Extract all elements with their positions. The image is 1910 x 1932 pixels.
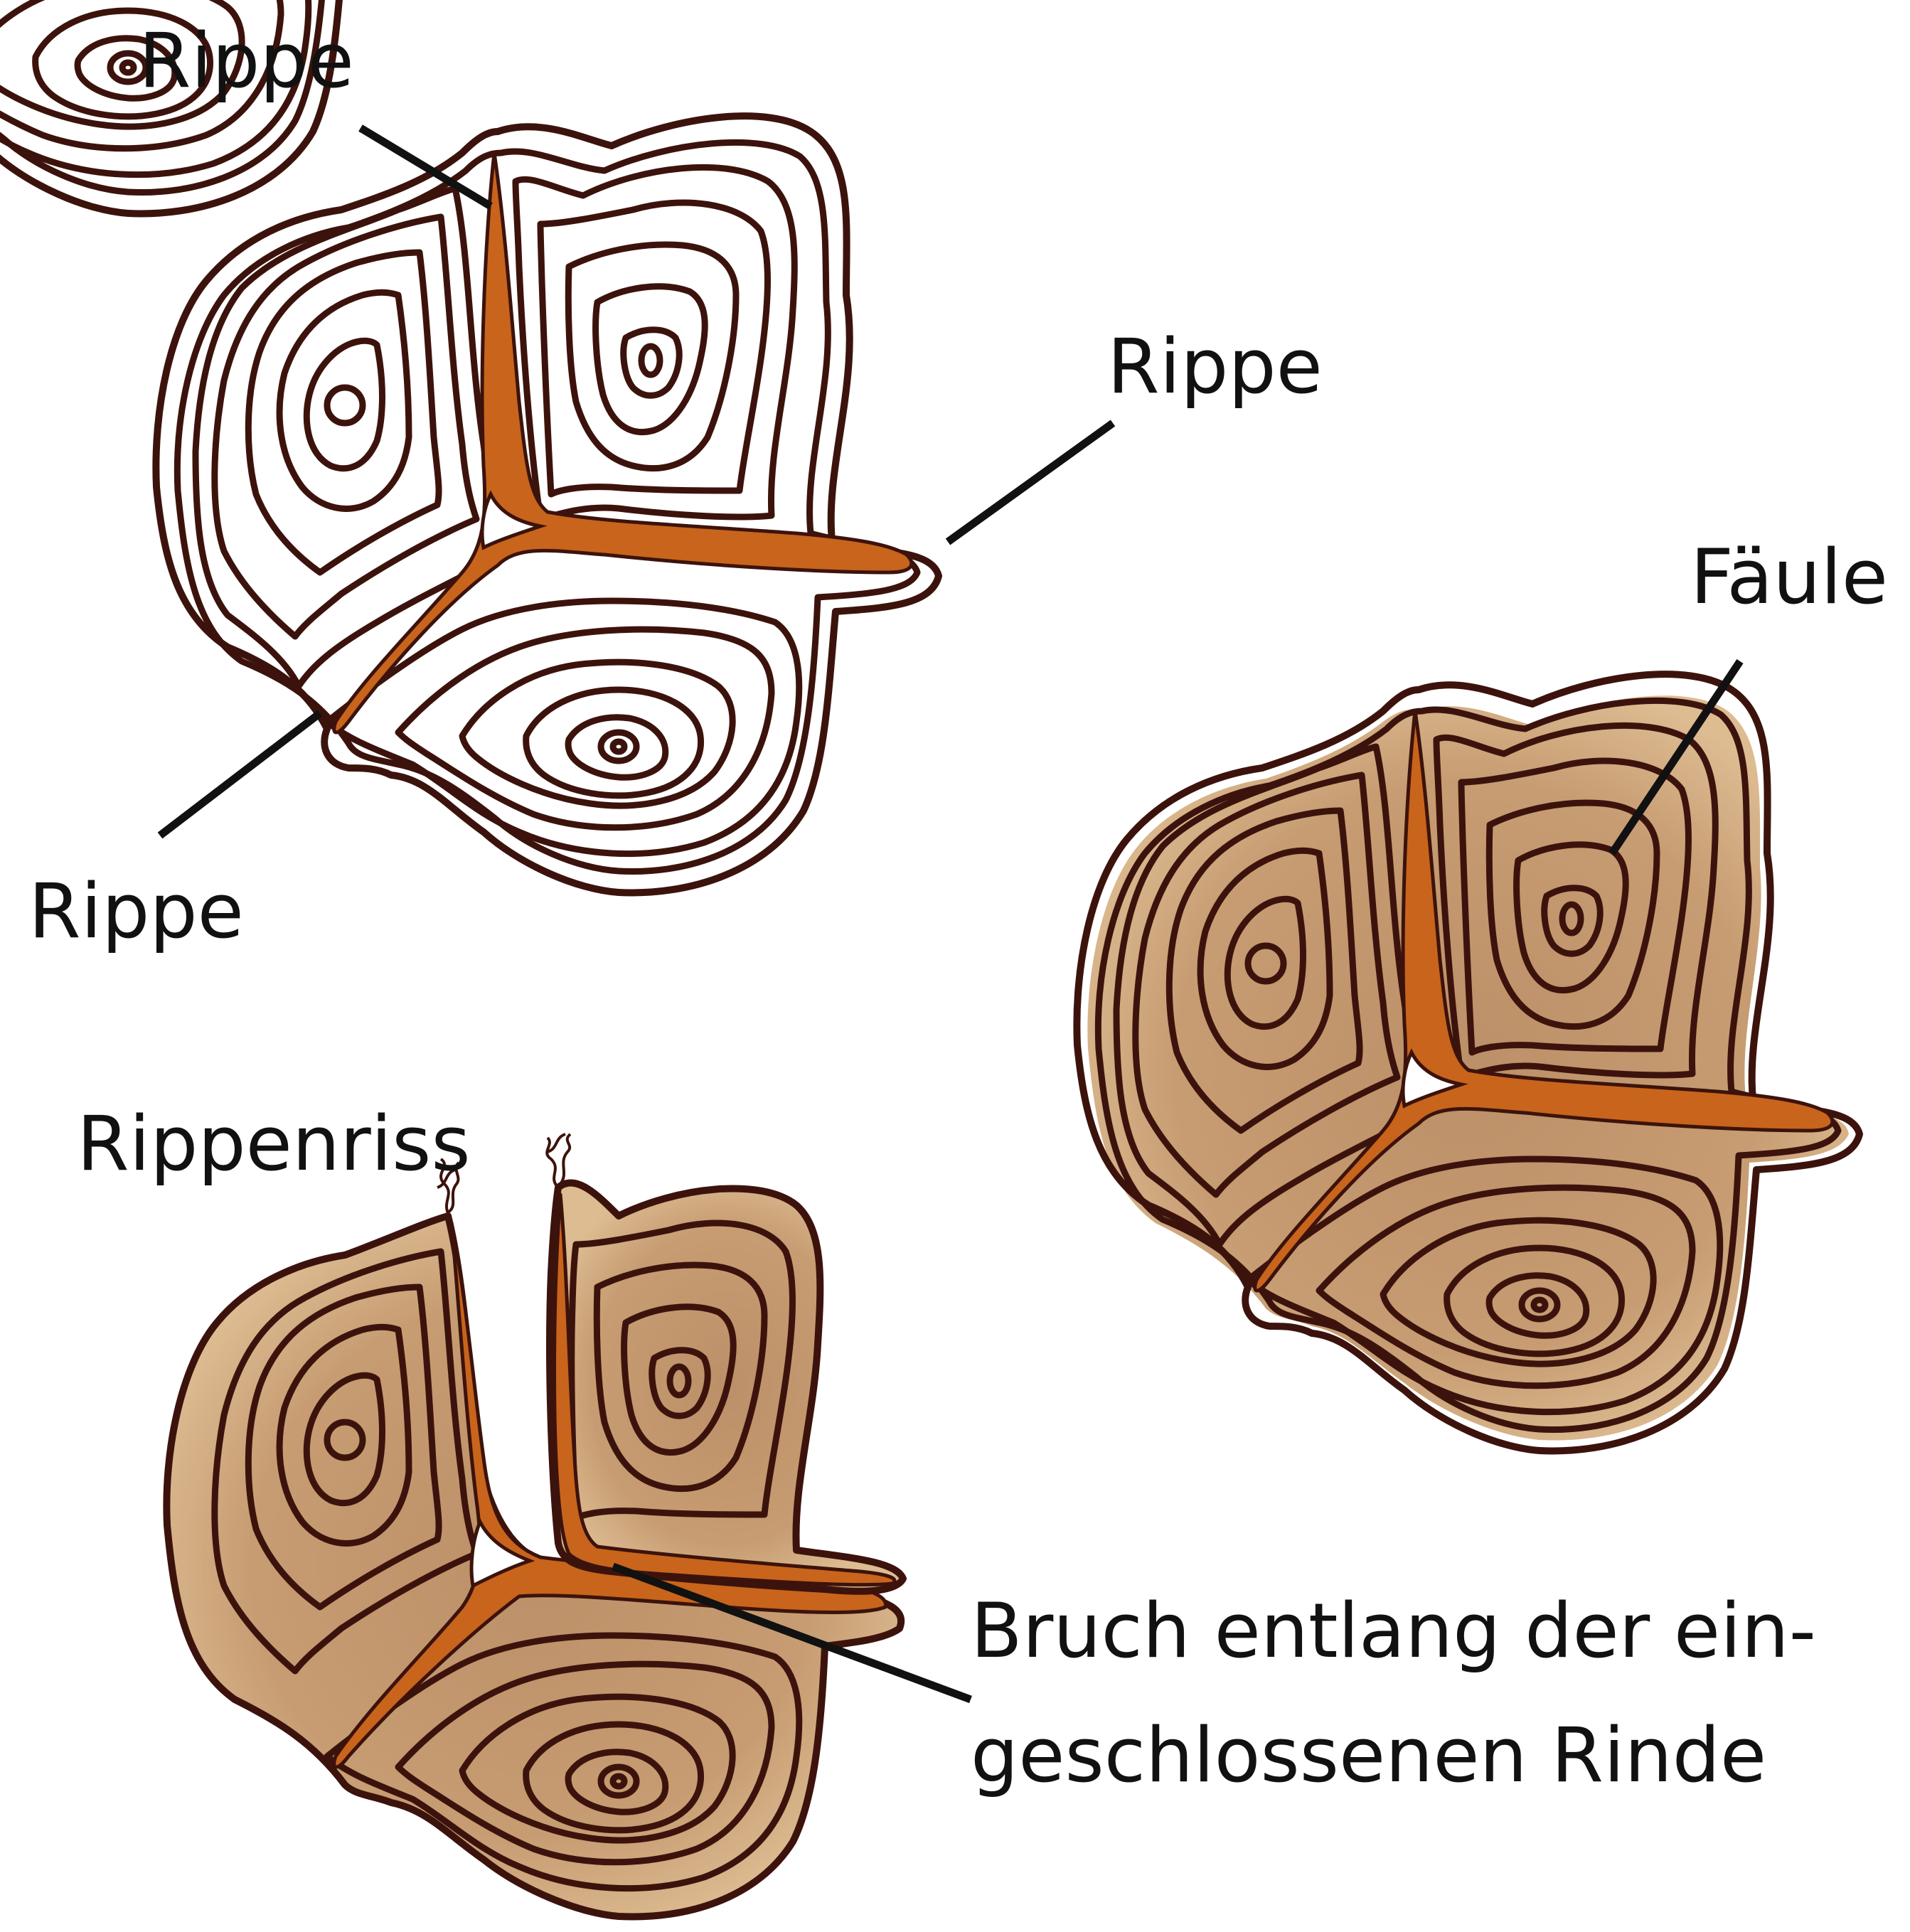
cross-section-healthy (156, 116, 939, 892)
cross-section-decayed (1077, 674, 1860, 1451)
pointer-rib-right (948, 423, 1113, 542)
crack-tip-right (547, 1134, 570, 1188)
cross-section-cracked (166, 1134, 903, 1917)
label-rib-left: Rippe (28, 868, 244, 955)
label-rib-top: Rippe (139, 17, 354, 105)
label-decay: Fäule (1690, 533, 1888, 621)
label-rib-right: Rippe (1107, 323, 1323, 410)
label-fracture-line-2: geschlossenen Rinde (971, 1712, 1766, 1799)
label-rib-crack: Rippenriss (77, 1100, 471, 1188)
label-fracture-line-1: Bruch entlang der ein- (971, 1587, 1816, 1675)
pointer-rib-left (160, 713, 320, 836)
